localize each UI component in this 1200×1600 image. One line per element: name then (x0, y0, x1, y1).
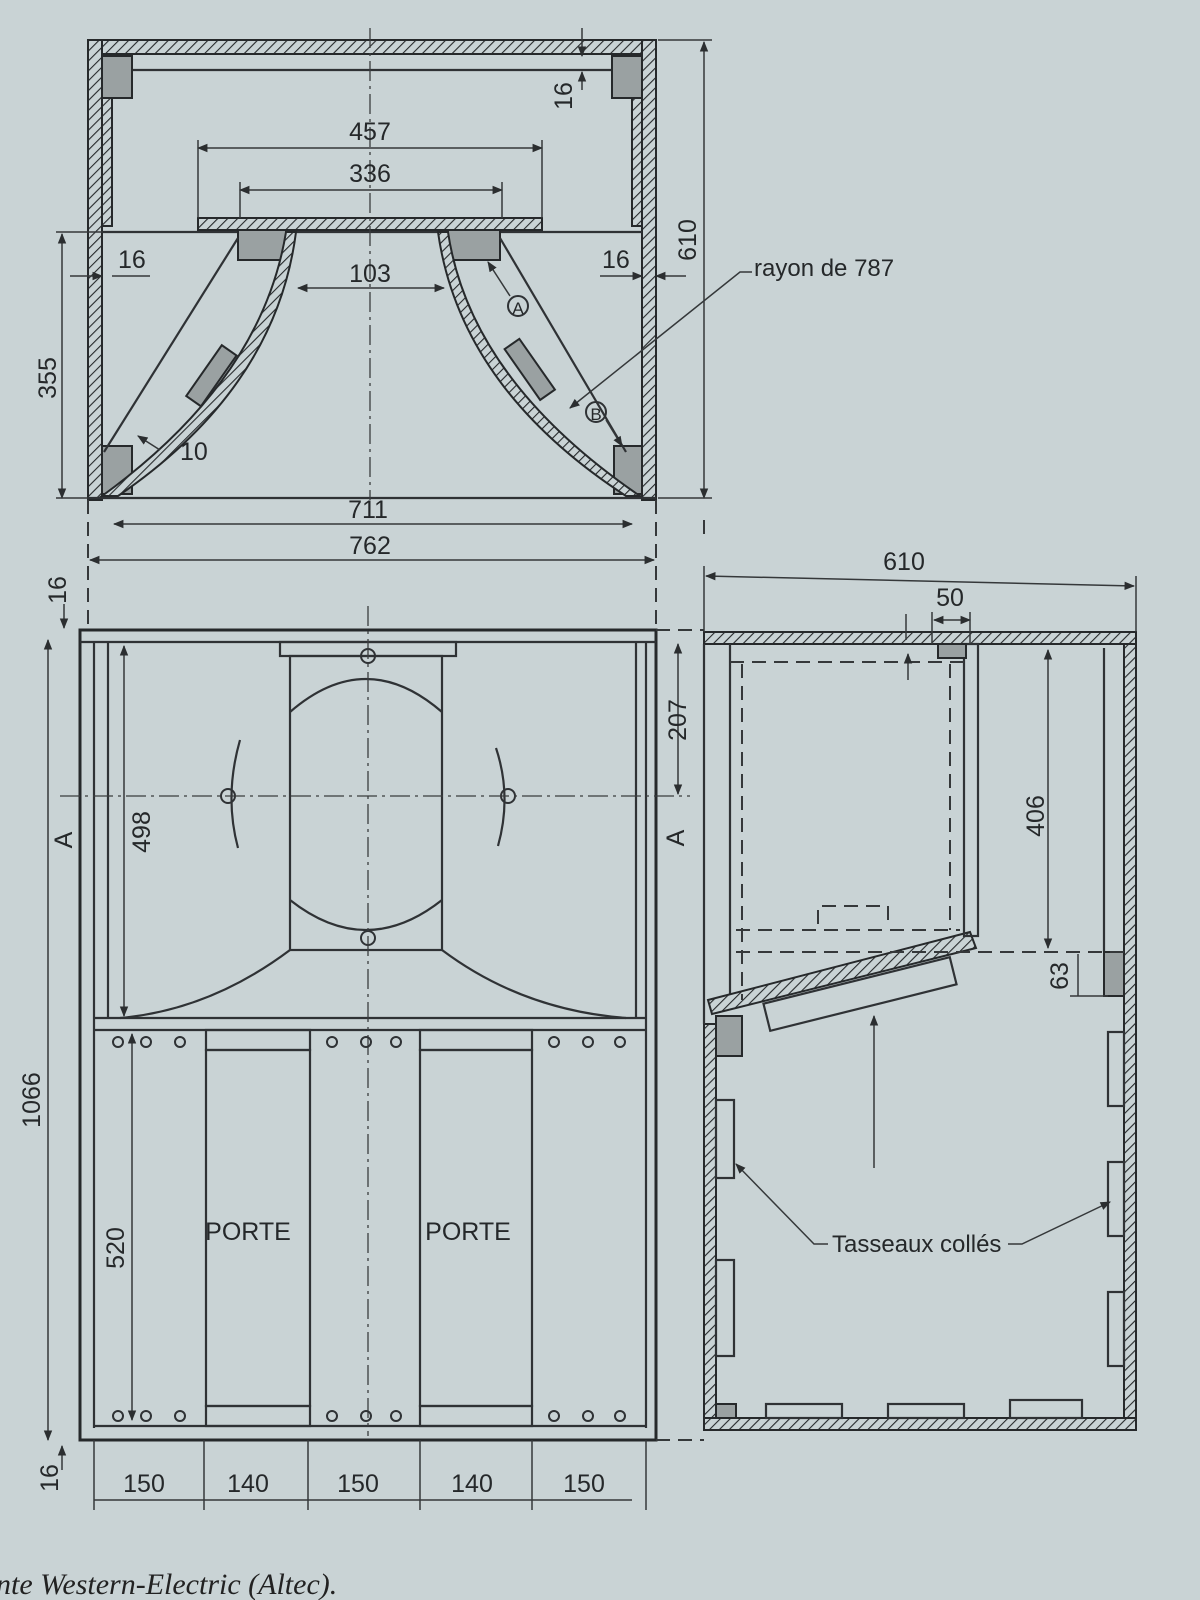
marker-b: B (590, 405, 601, 424)
screw-hole (326, 1410, 338, 1422)
dim-63: 63 (1046, 962, 1074, 990)
top-view: 457 336 103 16 16 16 610 355 10 711 762 … (34, 28, 894, 565)
dim-711: 711 (348, 496, 388, 524)
screw-hole (140, 1410, 152, 1422)
screw-hole (614, 1410, 626, 1422)
label-porte-left: PORTE (205, 1218, 291, 1246)
screw-hole (548, 1410, 560, 1422)
screw-hole (582, 1036, 594, 1048)
screw-hole (140, 1036, 152, 1048)
dim-457: 457 (349, 118, 391, 146)
dim-16-bottom: 16 (36, 1464, 64, 1492)
dim-16-right: 16 (602, 246, 630, 274)
screw-hole (548, 1036, 560, 1048)
screw-hole (174, 1410, 186, 1422)
screw-hole (326, 1036, 338, 1048)
width-5: 150 (563, 1470, 605, 1498)
side-view: 610 50 406 63 Tasseaux collés (702, 548, 1137, 1431)
dim-762: 762 (349, 532, 391, 560)
width-2: 140 (227, 1470, 269, 1498)
width-1: 150 (123, 1470, 165, 1498)
dim-498: 498 (128, 811, 156, 853)
dim-610-right: 610 (674, 219, 702, 261)
screw-hole (360, 1036, 372, 1048)
dim-50: 50 (936, 584, 964, 612)
screw-hole (112, 1410, 124, 1422)
dim-16-top: 16 (550, 82, 578, 110)
screw-hole (582, 1410, 594, 1422)
width-3: 150 (337, 1470, 379, 1498)
label-rayon: rayon de 787 (754, 255, 894, 282)
dim-406: 406 (1022, 795, 1050, 837)
screw-hole (390, 1036, 402, 1048)
screw-holes (112, 1036, 626, 1422)
marker-a: A (512, 299, 524, 318)
dim-336: 336 (349, 160, 391, 188)
width-4: 140 (451, 1470, 493, 1498)
screw-hole (174, 1036, 186, 1048)
dim-10: 10 (180, 438, 208, 466)
dim-355: 355 (34, 357, 62, 399)
dim-207: 207 (664, 699, 692, 741)
dim-520: 520 (102, 1227, 130, 1269)
dim-1066: 1066 (18, 1072, 46, 1128)
dim-16-left: 16 (118, 246, 146, 274)
label-porte-right: PORTE (425, 1218, 511, 1246)
screw-hole (390, 1410, 402, 1422)
front-view: PORTE PORTE 1066 16 498 207 520 16 A A 1… (18, 576, 692, 1510)
section-marker-a-right: A (662, 829, 690, 846)
screw-hole (360, 1410, 372, 1422)
dim-16-front: 16 (44, 576, 72, 604)
screw-hole (112, 1036, 124, 1048)
screw-hole (614, 1036, 626, 1048)
dim-610-side: 610 (883, 548, 925, 576)
caption: nte Western-Electric (Altec). (0, 1568, 337, 1600)
dim-103: 103 (349, 260, 391, 288)
label-tasseaux: Tasseaux collés (832, 1231, 1001, 1258)
section-marker-a-left: A (50, 831, 78, 848)
